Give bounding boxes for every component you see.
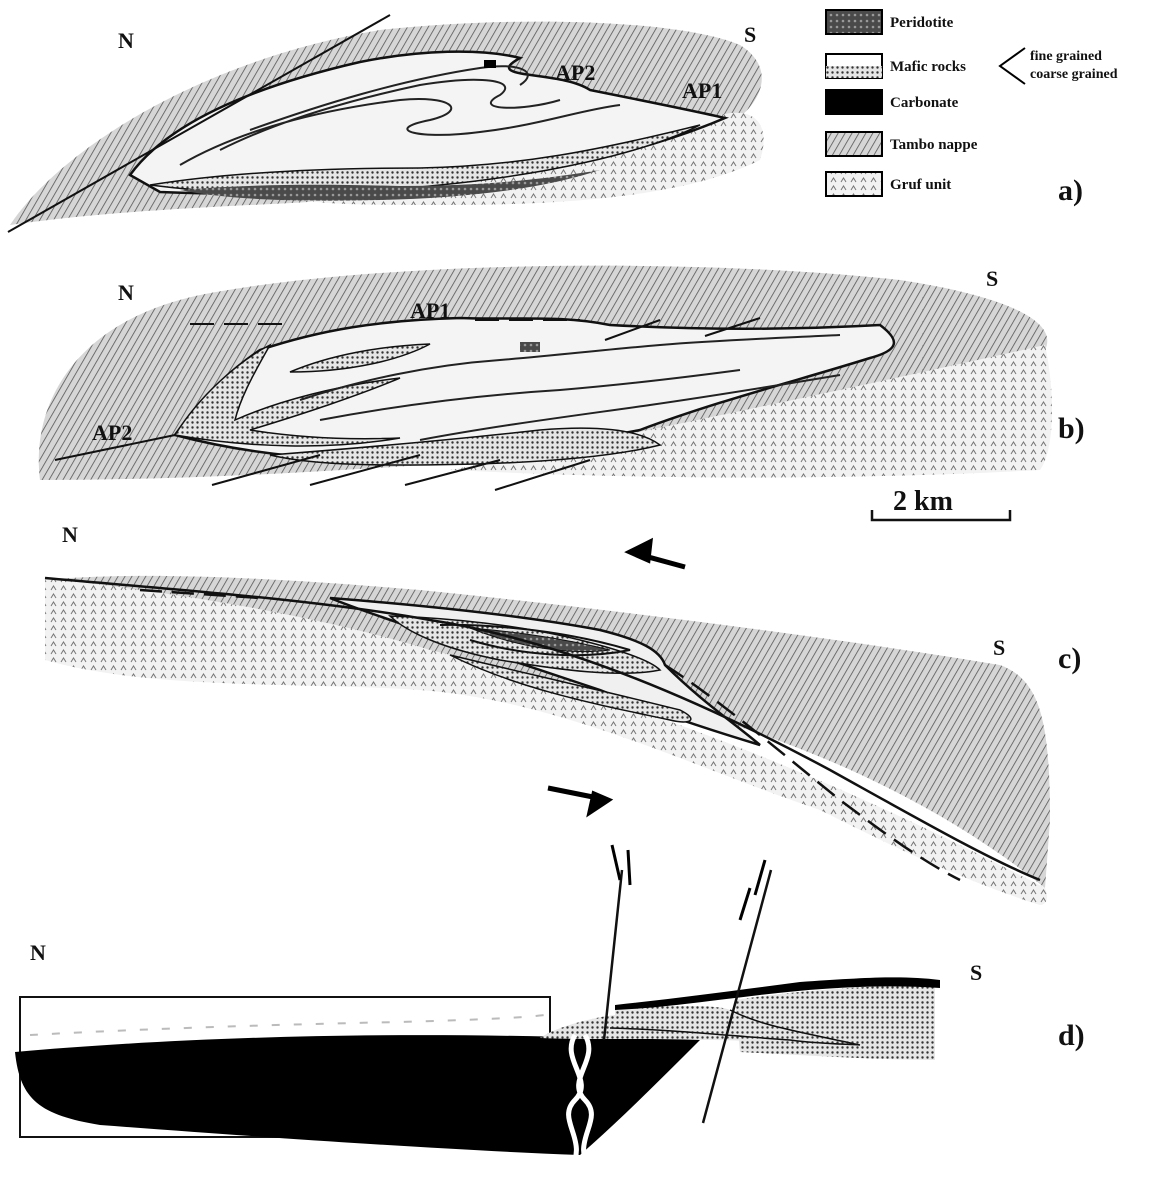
panel-a-tag: a)	[1058, 174, 1083, 207]
shear-arrow-upper-icon	[630, 542, 685, 567]
panel-b-peridotite-spot	[520, 342, 540, 352]
panel-d-mafic-right	[735, 985, 935, 1060]
legend-swatch-mafic-coarse	[826, 66, 882, 78]
legend-item-mafic: Mafic rocks fine grained coarse grained	[826, 48, 1118, 84]
mafic-bracket-icon	[1000, 48, 1025, 84]
panel-b: N S AP1 AP2 b)	[39, 266, 1085, 490]
panel-d-south-label: S	[970, 960, 982, 985]
panel-d-tag: d)	[1058, 1019, 1085, 1052]
legend-item-tambo: Tambo nappe	[826, 132, 978, 156]
panel-a-carbonate-spot	[484, 60, 496, 68]
scale-bar-label: 2 km	[893, 486, 953, 517]
shear-arrow-lower-icon	[548, 788, 608, 812]
panel-c-tag: c)	[1058, 642, 1081, 675]
panel-b-tag: b)	[1058, 412, 1085, 445]
legend-item-carbonate: Carbonate	[826, 90, 959, 114]
legend-swatch-carbonate	[826, 90, 882, 114]
panel-a-south-label: S	[744, 22, 756, 47]
legend-label-gruf: Gruf unit	[890, 177, 951, 193]
panel-b-ap1-label: AP1	[410, 298, 450, 323]
scale-bar: 2 km	[872, 486, 1010, 520]
panel-d: N S d)	[15, 845, 1085, 1170]
legend-label-tambo: Tambo nappe	[890, 137, 978, 153]
panel-a-north-label: N	[118, 28, 134, 53]
legend-item-gruf: Gruf unit	[826, 172, 951, 196]
panel-b-ap2-label: AP2	[92, 420, 132, 445]
mafic-note-fine: fine grained	[1030, 49, 1102, 64]
legend-label-carbonate: Carbonate	[890, 95, 959, 111]
panel-a: N S AP2 AP1 a)	[8, 15, 1083, 232]
fault-arrow-left-icon	[612, 845, 630, 885]
legend-item-peridotite: Peridotite	[826, 10, 954, 34]
panel-c-south-label: S	[993, 635, 1005, 660]
legend-swatch-gruf	[826, 172, 882, 196]
legend-swatch-peridotite	[826, 10, 882, 34]
panel-c-north-label: N	[62, 522, 78, 547]
legend-label-peridotite: Peridotite	[890, 15, 954, 31]
legend-label-mafic: Mafic rocks	[890, 59, 966, 75]
panel-a-ap2-label: AP2	[555, 60, 595, 85]
legend-swatch-tambo	[826, 132, 882, 156]
panel-b-north-label: N	[118, 280, 134, 305]
panel-a-ap1-label: AP1	[682, 78, 722, 103]
legend: Peridotite Mafic rocks fine grained coar…	[826, 10, 1118, 196]
mafic-note-coarse: coarse grained	[1030, 67, 1118, 82]
panel-d-north-label: N	[30, 940, 46, 965]
panel-c: N S c)	[45, 522, 1081, 905]
panel-b-south-label: S	[986, 266, 998, 291]
